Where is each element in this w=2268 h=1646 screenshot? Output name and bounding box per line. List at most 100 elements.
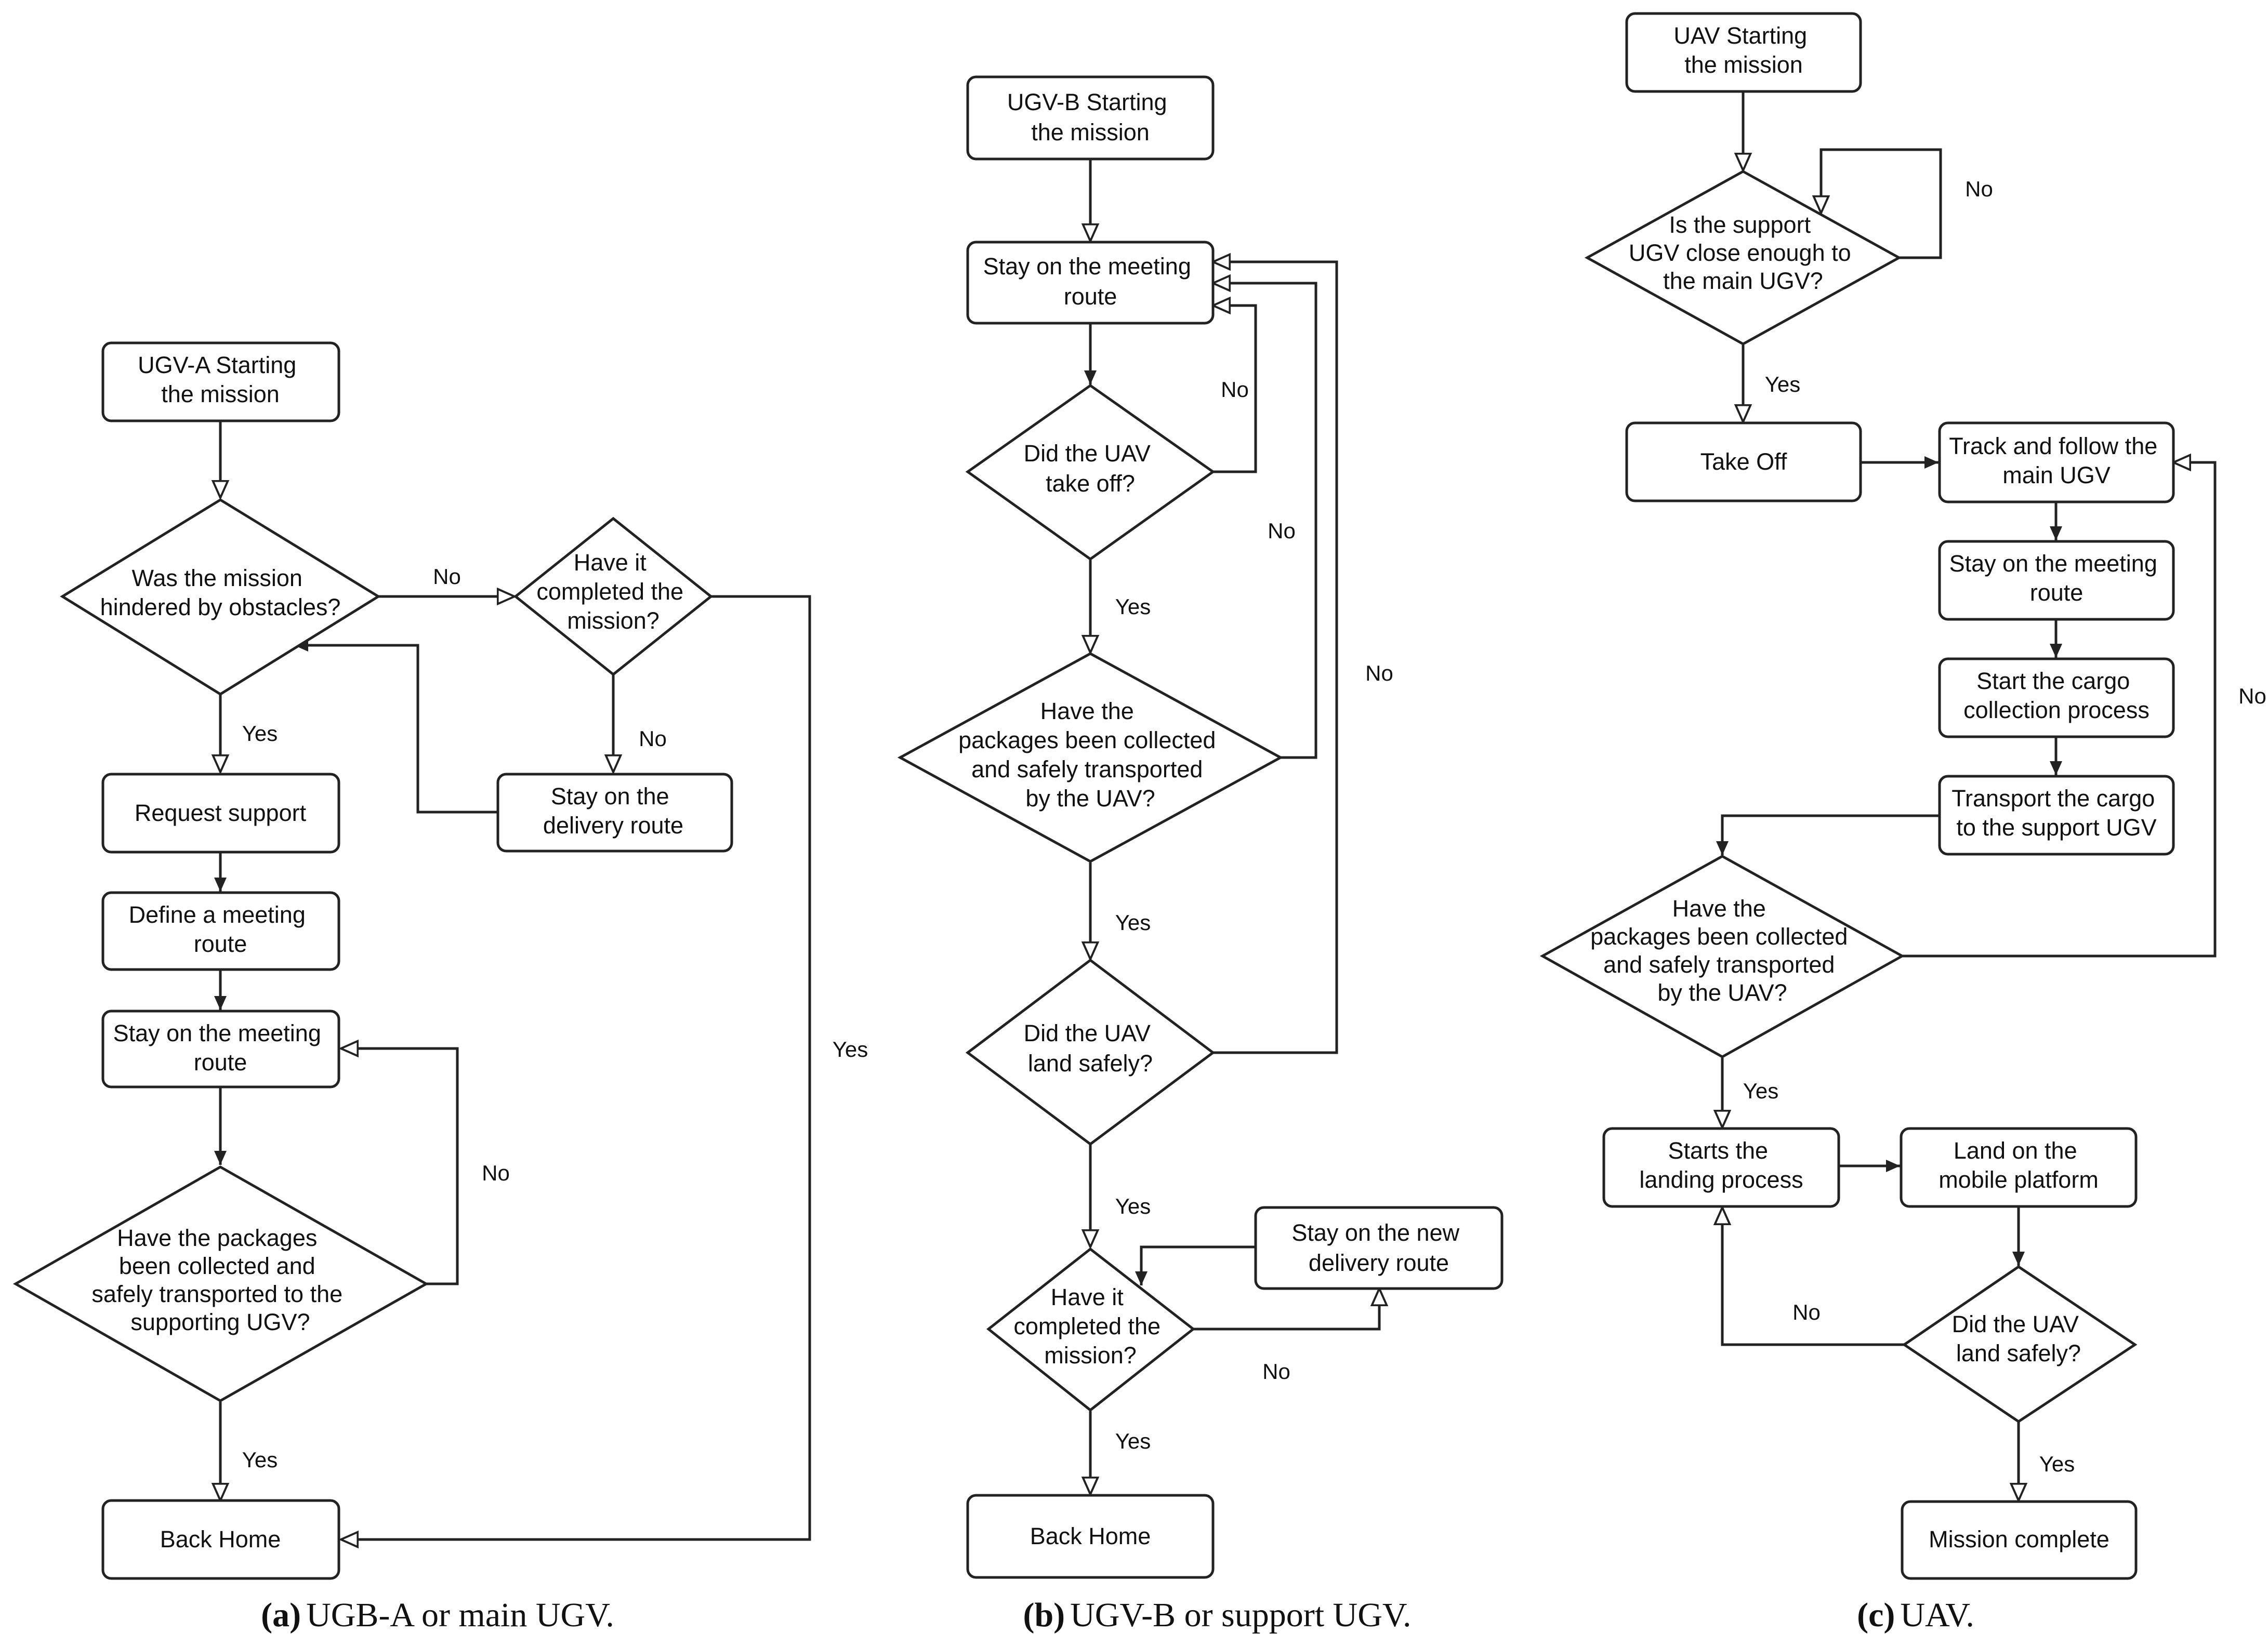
node-a-completed-text: Have it completed the mission? <box>536 549 690 634</box>
node-c-land-text: Did the UAV land safely? <box>1952 1311 2086 1366</box>
label-b-completed-yes: Yes <box>1115 1429 1151 1453</box>
node-c-takeoff-text: Take Off <box>1700 448 1787 475</box>
node-a-stay-delivery-text: Stay on the delivery route <box>543 783 683 839</box>
node-b-stay-new-route <box>1254 1206 1504 1290</box>
label-a-obstacles-yes: Yes <box>242 721 278 746</box>
label-a-completed-no: No <box>639 726 667 751</box>
node-a-define-route <box>101 891 340 971</box>
edge-b-packages-no <box>1213 283 1317 759</box>
label-c-close-yes: Yes <box>1765 372 1801 396</box>
node-c-starts-landing <box>1602 1127 1840 1208</box>
node-c-land-platform <box>1900 1127 2138 1208</box>
node-a-start <box>101 341 340 422</box>
node-c-transport-text: Transport the cargo to the support UGV <box>1951 785 2161 841</box>
node-c-landing-text: Starts the landing process <box>1639 1137 1803 1193</box>
node-b-packages-text: Have the packages been collected and saf… <box>958 698 1222 812</box>
edge-c-packages-no <box>1902 462 2217 958</box>
node-b-land-text: Did the UAV land safely? <box>1024 1020 1157 1077</box>
node-a-request-support <box>101 773 340 854</box>
node-c-mission-complete <box>1901 1500 2138 1580</box>
label-b-completed-no: No <box>1262 1359 1290 1384</box>
node-c-start-text: UAV Starting the mission <box>1673 22 1813 78</box>
panel-b: UGV-B Starting the mission Stay on the m… <box>897 75 1504 1634</box>
caption-a: (a)UGB-A or main UGV. <box>261 1596 614 1634</box>
label-b-takeoff-yes: Yes <box>1115 594 1151 619</box>
node-a-start-text: UGV-A Starting the mission <box>138 352 303 407</box>
node-b-stay-meeting <box>966 241 1215 325</box>
edge-c-close-no <box>1821 148 1942 259</box>
caption-b: (b)UGV-B or support UGV. <box>1023 1596 1411 1634</box>
panel-a-edges <box>220 421 811 1539</box>
node-a-obstacles-text: Was the mission hindered by obstacles? <box>100 565 341 620</box>
panel-b-edges <box>1090 159 1379 1494</box>
node-b-home-text: Back Home <box>1030 1523 1151 1549</box>
node-c-stay-meeting-text: Stay on the meeting route <box>1949 550 2164 606</box>
node-a-home-text: Back Home <box>160 1526 281 1552</box>
node-c-transport-cargo <box>1938 775 2175 856</box>
node-c-packages-text: Have the packages been collected and saf… <box>1590 895 1854 1006</box>
node-b-takeoff-decision <box>965 383 1216 561</box>
label-c-land-yes: Yes <box>2039 1452 2075 1476</box>
edge-a-delivery-loop <box>294 639 497 814</box>
node-c-complete-text: Mission complete <box>1929 1526 2109 1552</box>
node-b-takeoff-text: Did the UAV take off? <box>1024 440 1157 497</box>
node-b-packages-decision <box>897 652 1284 863</box>
node-a-stay-delivery <box>496 773 733 853</box>
node-b-land-decision <box>965 958 1216 1146</box>
label-c-packages-yes: Yes <box>1743 1079 1779 1103</box>
node-c-land-decision <box>1902 1265 2138 1424</box>
label-a-obstacles-no: No <box>433 564 461 589</box>
node-a-stay-meeting-text: Stay on the meeting route <box>113 1020 328 1076</box>
node-c-close-decision <box>1584 170 1902 346</box>
label-b-takeoff-no: No <box>1221 377 1249 402</box>
label-a-completed-yes: Yes <box>833 1037 868 1061</box>
label-b-land-yes: Yes <box>1115 1194 1151 1218</box>
node-c-start <box>1625 12 1862 93</box>
label-a-packages-yes: Yes <box>242 1448 278 1472</box>
node-a-define-text: Define a meeting route <box>129 901 312 957</box>
node-c-land-platform-text: Land on the mobile platform <box>1939 1137 2099 1193</box>
edge-b-newroute-loop <box>1135 1245 1255 1285</box>
node-b-stay-meeting-text: Stay on the meeting route <box>983 253 1198 310</box>
node-b-start-text: UGV-B Starting the mission <box>1007 89 1173 145</box>
label-b-packages-yes: Yes <box>1115 910 1151 935</box>
node-a-completed-decision <box>513 516 714 676</box>
node-c-packages-decision <box>1539 855 1905 1058</box>
node-a-packages-text: Have the packages been collected and saf… <box>91 1225 349 1335</box>
edge-a-completed-yes <box>341 595 811 1539</box>
edge-b-completed-no <box>1193 1289 1379 1331</box>
node-b-start <box>966 75 1215 161</box>
node-b-completed-text: Have it completed the mission? <box>1013 1284 1167 1369</box>
node-c-take-off <box>1625 421 1862 502</box>
node-c-start-cargo-text: Start the cargo collection process <box>1963 668 2150 723</box>
edge-a-packages-no <box>341 1048 459 1285</box>
label-b-packages-no: No <box>1268 519 1296 543</box>
node-c-track-follow <box>1938 421 2175 503</box>
node-c-close-text: Is the support UGV close enough to the m… <box>1629 211 1857 294</box>
label-c-land-no: No <box>1792 1300 1821 1324</box>
node-a-obstacles-decision <box>60 498 381 696</box>
label-b-land-no: No <box>1365 661 1393 685</box>
node-c-track-text: Track and follow the main UGV <box>1949 433 2164 488</box>
edge-c-transport-to-packages <box>1716 814 1940 855</box>
node-c-start-cargo <box>1938 657 2175 738</box>
label-c-packages-no: No <box>2238 684 2266 708</box>
node-a-back-home <box>101 1499 340 1580</box>
node-a-stay-meeting <box>101 1010 340 1089</box>
node-b-completed-decision <box>986 1247 1196 1412</box>
panel-c: UAV Starting the mission Is the support … <box>1539 12 2266 1634</box>
edge-c-land-no <box>1722 1207 1904 1346</box>
panel-c-edges <box>1716 91 2217 1501</box>
edge-b-land-no <box>1213 262 1338 1054</box>
node-b-stay-new-text: Stay on the new delivery route <box>1291 1219 1466 1276</box>
label-a-packages-no: No <box>482 1161 510 1185</box>
node-a-request-text: Request support <box>135 800 307 826</box>
label-c-close-no: No <box>1965 177 1993 201</box>
panel-a: UGV-A Starting the mission Was the missi… <box>12 341 868 1634</box>
node-b-back-home <box>966 1494 1215 1579</box>
edge-b-takeoff-no <box>1213 306 1257 473</box>
node-a-packages-decision <box>12 1165 429 1402</box>
caption-c: (c)UAV. <box>1857 1596 1974 1634</box>
node-c-stay-meeting <box>1938 540 2175 621</box>
